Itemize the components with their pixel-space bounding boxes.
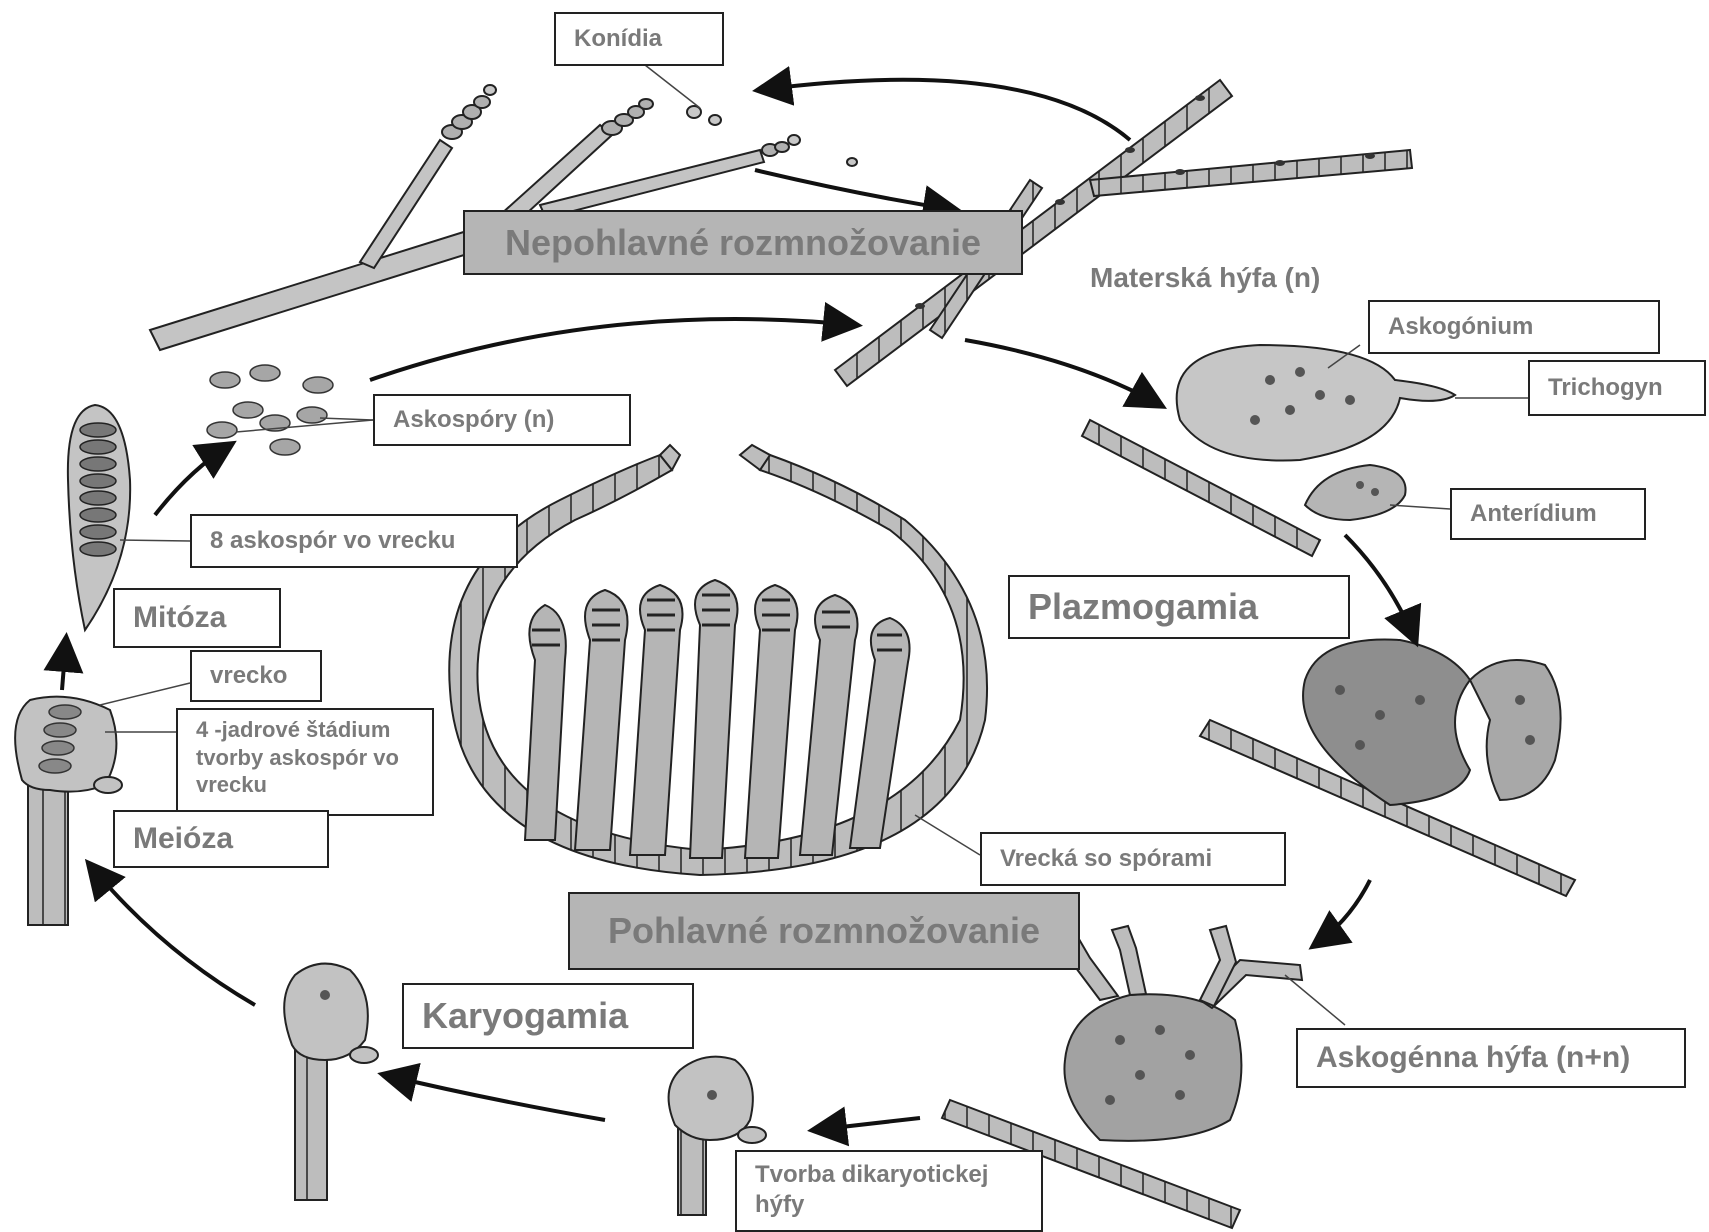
label-anteridium: Anterídium — [1450, 488, 1646, 540]
label-meioza: Meióza — [113, 810, 329, 868]
label-mitoza: Mitóza — [113, 588, 281, 648]
label-8-askospor: 8 askospór vo vrecku — [190, 514, 518, 568]
label-askogonium: Askogónium — [1368, 300, 1660, 354]
label-4-jadrove-stadium: 4 -jadrové štádium tvorby askospór vo vr… — [176, 708, 434, 816]
label-tvorba-dikaryotickej-hyfy: Tvorba dikaryotickej hýfy — [735, 1150, 1043, 1232]
ascospores-illustration — [207, 365, 333, 455]
label-vrecka-so-sporami: Vrecká so spórami — [980, 832, 1286, 886]
label-konidia: Konídia — [554, 12, 724, 66]
title-pohlavne-rozmnozovanie: Pohlavné rozmnožovanie — [568, 892, 1080, 970]
label-vrecko: vrecko — [190, 650, 322, 702]
label-plazmogamia: Plazmogamia — [1008, 575, 1350, 639]
ascocarp-illustration — [449, 445, 987, 875]
label-askogenna-hyfa: Askogénna hýfa (n+n) — [1296, 1028, 1686, 1088]
title-nepohlavne-rozmnozovanie: Nepohlavné rozmnožovanie — [463, 210, 1023, 275]
label-askospory: Askospóry (n) — [373, 394, 631, 446]
label-karyogamia: Karyogamia — [402, 983, 694, 1049]
karyogamy-illustration — [284, 964, 378, 1200]
label-trichogyn: Trichogyn — [1528, 360, 1706, 416]
label-materska-hyfa: Materská hýfa (n) — [1090, 258, 1370, 298]
